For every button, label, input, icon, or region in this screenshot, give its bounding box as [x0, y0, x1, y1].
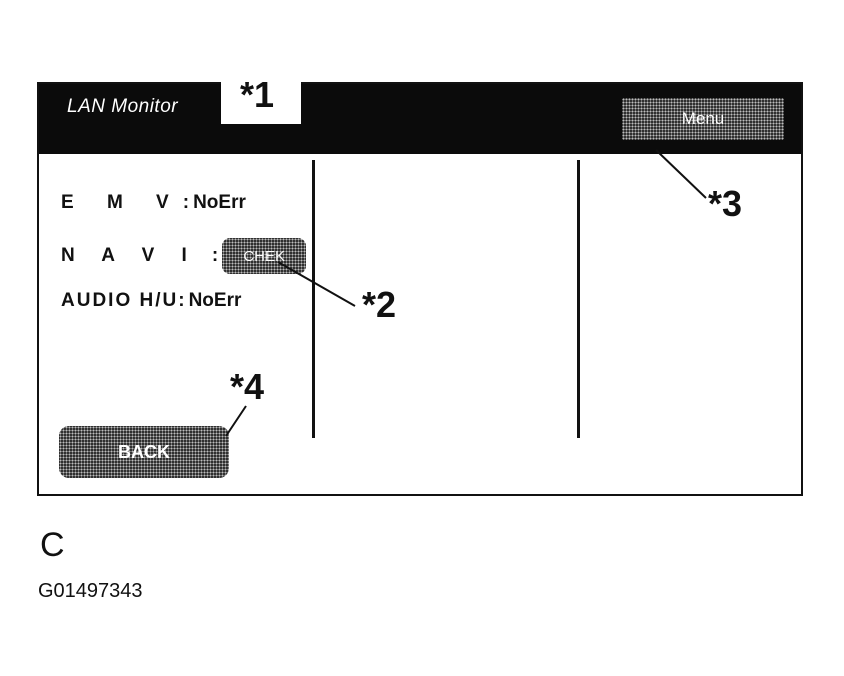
back-button[interactable]: BACK: [59, 426, 229, 478]
callout-2: *2: [362, 284, 397, 325]
status-row-navi: N A V I : CHEK: [61, 238, 307, 274]
menu-button[interactable]: Menu: [622, 98, 784, 140]
lan-monitor-screen: LAN Monitor Menu E M V : NoErr N A V I :…: [37, 82, 803, 496]
column-divider-1: [312, 160, 315, 438]
callout-1: *1: [240, 74, 275, 115]
column-divider-2: [577, 160, 580, 438]
row-label: N A V I: [61, 245, 198, 266]
header-bar: LAN Monitor Menu: [39, 84, 801, 154]
chek-button[interactable]: CHEK: [222, 238, 307, 274]
screen-title: LAN Monitor: [67, 96, 179, 117]
figure-letter: C: [40, 526, 65, 564]
row-label: E M V: [61, 192, 183, 213]
row-colon: :: [178, 290, 185, 311]
row-status: NoErr: [188, 290, 242, 311]
status-row-audio: AUDIO H/U : NoErr: [61, 290, 241, 312]
row-label: AUDIO H/U: [61, 290, 179, 311]
figure-id: G01497343: [38, 580, 143, 602]
title-notch: [221, 82, 301, 124]
row-colon: :: [182, 192, 190, 213]
callout-4: *4: [230, 366, 265, 407]
callout-3: *3: [708, 183, 743, 224]
row-colon: :: [211, 245, 219, 266]
row-status: NoErr: [193, 192, 246, 213]
status-row-emv: E M V : NoErr: [61, 192, 246, 214]
